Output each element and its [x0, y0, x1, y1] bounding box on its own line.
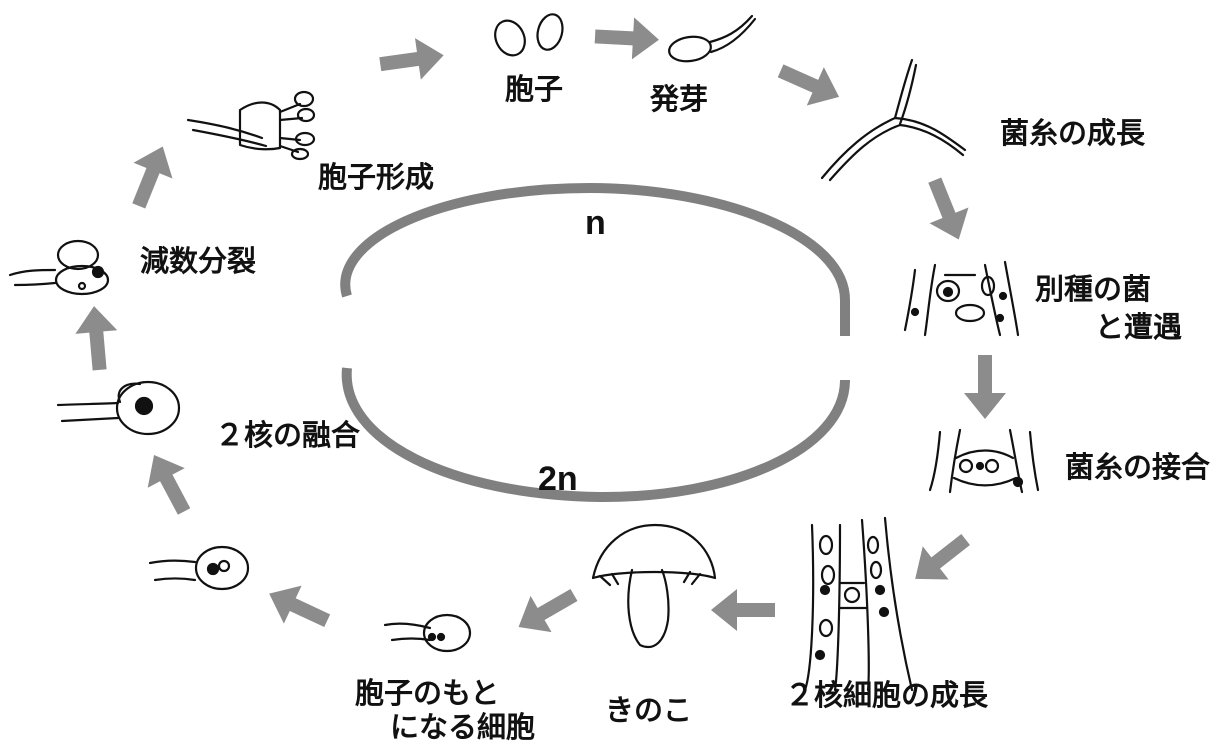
hyphae-encounter-illustration — [903, 260, 1020, 337]
meiosis-cell-illustration — [8, 239, 110, 296]
arrow-fusion-to-dikaryon — [902, 522, 979, 596]
fused-nucleus-cell-illustration — [56, 380, 181, 436]
label-karyogamy: ２核の融合 — [215, 418, 361, 452]
haploid-ring-arc — [340, 182, 850, 336]
spore-precursor-cell-illustration — [383, 613, 472, 653]
label-encounter-line-2: と遭遇 — [1095, 310, 1183, 344]
arrow-sporulation-to-spore — [377, 34, 447, 85]
label-dikaryon-growth: ２核細胞の成長 — [785, 678, 989, 712]
mushroom-illustration — [591, 523, 717, 648]
label-germination: 発芽 — [650, 82, 709, 116]
diploid-ring-arc — [341, 367, 850, 503]
label-encounter-line-1: 別種の菌 — [1035, 272, 1152, 306]
arrow-spore-to-germination — [593, 15, 661, 61]
spore-pair-illustration — [494, 13, 564, 57]
label-spore-precursor-line-1: 胞子のもと — [355, 676, 500, 710]
arrow-young-cell-to-fused — [135, 445, 203, 522]
arrow-precursor-to-young-cell — [260, 574, 337, 640]
label-spore: 胞子 — [505, 72, 564, 106]
arrow-mushroom-to-precursor — [508, 576, 585, 646]
arrow-hyphae-to-encounter — [915, 172, 979, 248]
arrow-germination-to-hyphae — [772, 51, 848, 117]
arrow-dikaryon-to-mushroom — [711, 589, 775, 631]
dikaryotic-hyphae-illustration — [803, 516, 914, 692]
basidium-spore-formation-illustration — [186, 90, 316, 161]
label-hyphal-growth: 菌糸の成長 — [1000, 116, 1146, 150]
haploid-phase-label: n — [585, 204, 606, 242]
binucleate-cell-illustration — [148, 545, 250, 591]
branching-hyphae-illustration — [820, 58, 967, 182]
label-mushroom: きのこ — [605, 693, 693, 727]
arrow-meiosis-to-sporulation — [119, 138, 183, 214]
hyphal-fusion-illustration — [928, 428, 1040, 494]
arrow-fused-to-meiosis — [73, 304, 121, 372]
label-meiosis: 減数分裂 — [140, 244, 257, 278]
label-sporulation: 胞子形成 — [318, 160, 435, 194]
germinating-spore-illustration — [668, 14, 757, 63]
diploid-phase-label: 2n — [538, 460, 578, 498]
label-hyphal-fusion: 菌糸の接合 — [1065, 450, 1211, 484]
label-spore-precursor-line-2: になる細胞 — [390, 710, 536, 744]
arrow-encounter-to-fusion — [964, 355, 1006, 419]
